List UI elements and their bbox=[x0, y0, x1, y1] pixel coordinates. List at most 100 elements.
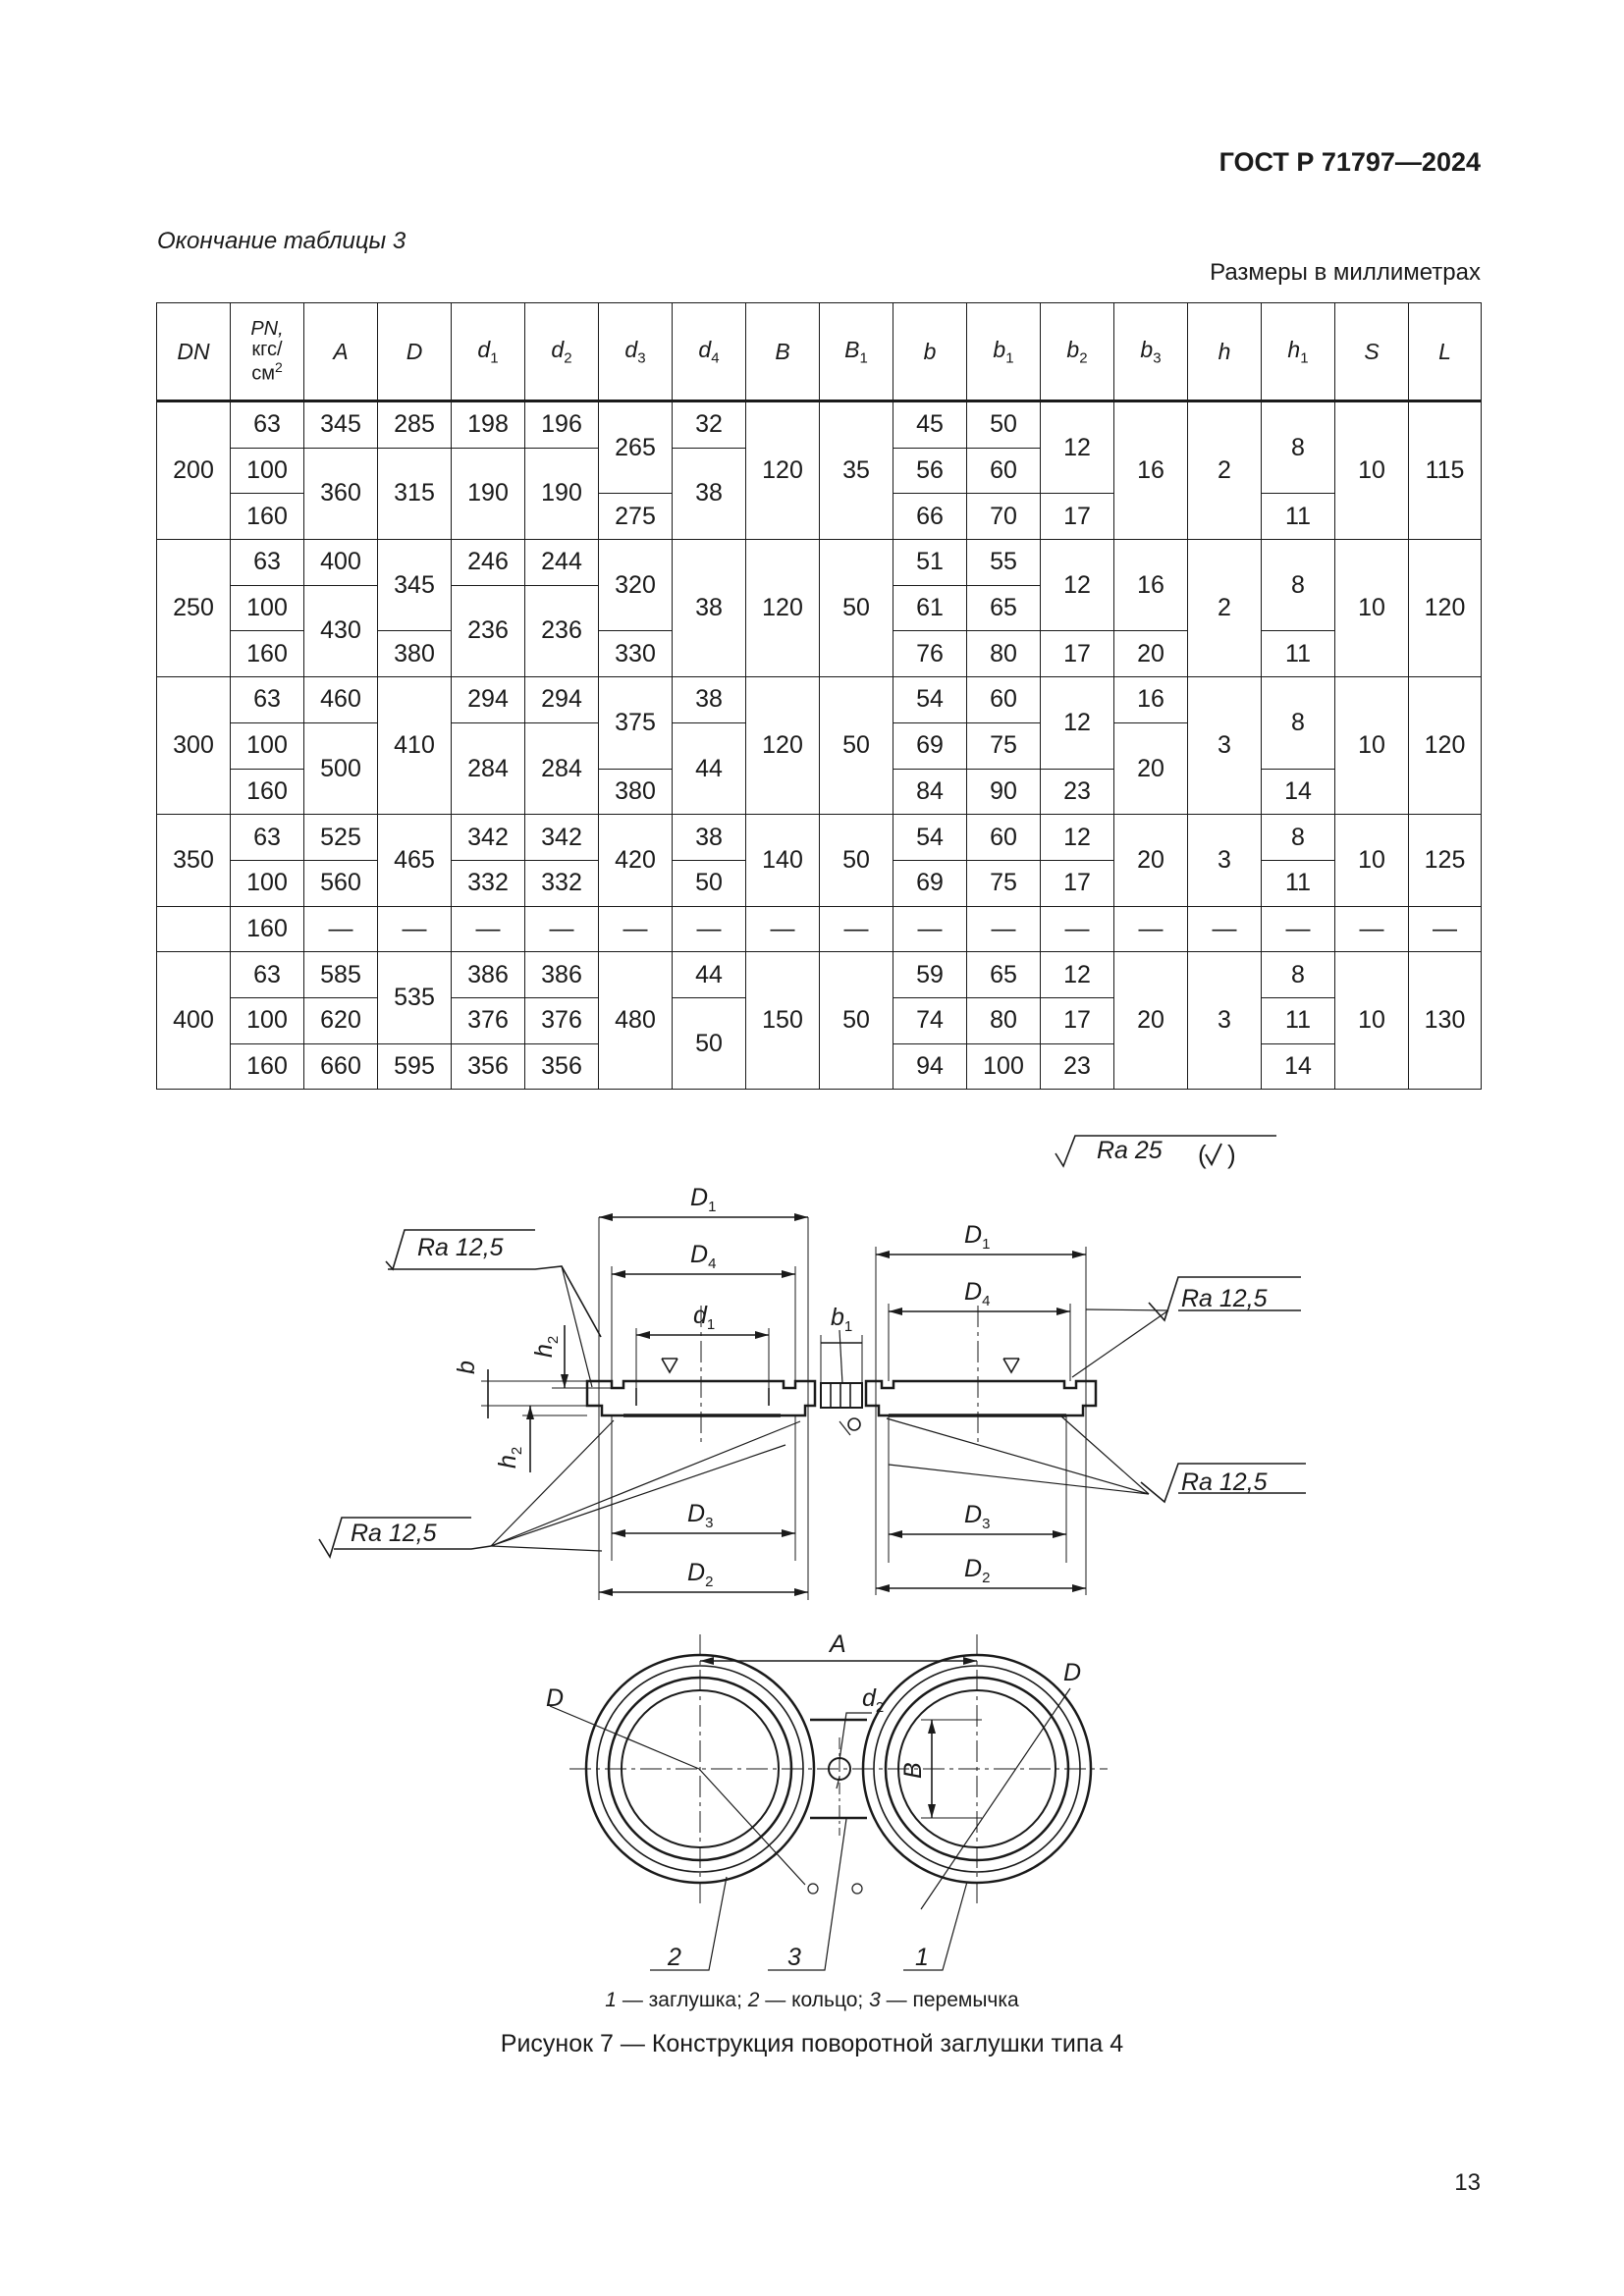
cell-pn: 63 bbox=[230, 951, 304, 998]
cell-pn: 63 bbox=[230, 539, 304, 586]
header-b: b bbox=[893, 302, 967, 402]
figure-caption: Рисунок 7 — Конструкция поворотной заглу… bbox=[500, 2030, 1124, 2057]
cell-d3: — bbox=[598, 905, 673, 953]
cell-d4: 38 bbox=[672, 447, 746, 541]
cell-b1-upper: 50 bbox=[819, 951, 893, 1091]
header-a: A bbox=[303, 302, 378, 402]
cell-h1: 14 bbox=[1261, 1042, 1335, 1091]
cell-pn: 100 bbox=[230, 721, 304, 770]
page-number: 13 bbox=[1454, 2169, 1481, 2196]
cell-b3: 16 bbox=[1113, 676, 1188, 723]
cell-b1: 65 bbox=[966, 584, 1041, 632]
cell-h1: 11 bbox=[1261, 859, 1335, 907]
leader-roughness-4 bbox=[334, 1545, 492, 1550]
cell-h1: 14 bbox=[1261, 768, 1335, 816]
cell-d4: 38 bbox=[672, 676, 746, 723]
cell-h1: 8 bbox=[1261, 539, 1335, 632]
cell-b1: 60 bbox=[966, 814, 1041, 861]
cell-d3: 480 bbox=[598, 951, 673, 1091]
cell-h: 2 bbox=[1187, 539, 1262, 678]
cell-s: 10 bbox=[1334, 676, 1409, 816]
cell-d2: 294 bbox=[524, 676, 599, 723]
header-d2: d2 bbox=[524, 302, 599, 402]
cell-h1: 8 bbox=[1261, 814, 1335, 861]
leader-item-3 bbox=[768, 1818, 847, 1971]
cell-b1: 60 bbox=[966, 447, 1041, 495]
cell-a: 620 bbox=[303, 996, 378, 1044]
check-mark-icon bbox=[1205, 1143, 1222, 1167]
cell-b3: 20 bbox=[1113, 951, 1188, 1091]
cell-pn: 100 bbox=[230, 447, 304, 495]
roughness-label-3: Ra 12,5 bbox=[1181, 1468, 1268, 1496]
cell-l: 120 bbox=[1408, 676, 1482, 816]
cell-d1: 376 bbox=[451, 996, 525, 1044]
leader-item-2 bbox=[650, 1876, 728, 1971]
cell-b: 69 bbox=[893, 859, 967, 907]
cell-h1: 8 bbox=[1261, 400, 1335, 495]
cell-d2: — bbox=[524, 905, 599, 953]
table-row: 100 430 236 236 61 65 bbox=[157, 584, 1482, 678]
figure-legend: 1 — заглушка; 2 — кольцо; 3 — перемычка bbox=[605, 1989, 1019, 2011]
item-3-label: 3 bbox=[787, 1944, 801, 1971]
cell-dn-empty bbox=[156, 905, 231, 953]
header-pn: PN,кгс/см2 bbox=[230, 302, 304, 402]
cell-l: 130 bbox=[1408, 951, 1482, 1091]
cell-b1: 75 bbox=[966, 721, 1041, 770]
table-row: 100 560 332 332 50 69 75 17 11 bbox=[157, 859, 1482, 907]
cell-d3: 265 bbox=[598, 400, 673, 495]
roughness-symbol-1 bbox=[385, 1229, 535, 1271]
cell-b2: 23 bbox=[1040, 768, 1114, 816]
cell-b-upper: 120 bbox=[745, 400, 820, 541]
header-b3: b3 bbox=[1113, 302, 1188, 402]
cell-d4: 38 bbox=[672, 539, 746, 678]
cell-b: 54 bbox=[893, 814, 967, 861]
cell-d4: — bbox=[672, 905, 746, 953]
table-row: 200 63 345 285 198 196 265 32 120 35 45 … bbox=[156, 400, 1482, 541]
leader-d-right bbox=[920, 1687, 1071, 1910]
cell-l: 120 bbox=[1408, 539, 1482, 678]
cell-d: 345 bbox=[377, 539, 452, 632]
cell-b2: 12 bbox=[1040, 676, 1114, 770]
label-h2-upper: h2 bbox=[530, 1336, 562, 1358]
header-d1: d1 bbox=[451, 302, 525, 402]
cell-b-upper: — bbox=[745, 905, 820, 953]
cell-d1: 198 bbox=[451, 400, 525, 449]
cell-b3: 20 bbox=[1113, 721, 1188, 816]
label-d1-small: d1 bbox=[693, 1302, 715, 1333]
cell-b: 61 bbox=[893, 584, 967, 632]
cell-d1: 236 bbox=[451, 584, 525, 678]
cell-a: 400 bbox=[303, 539, 378, 586]
cell-b: 76 bbox=[893, 630, 967, 678]
roughness-symbol-3 bbox=[1140, 1463, 1306, 1504]
cell-b3: — bbox=[1113, 905, 1188, 953]
cell-d1: 246 bbox=[451, 539, 525, 586]
table-row: 250 63 400 345 246 244 320 38 120 50 51 … bbox=[156, 539, 1482, 678]
cell-s: 10 bbox=[1334, 400, 1409, 541]
cell-d3: 380 bbox=[598, 768, 673, 816]
cell-d4: 50 bbox=[672, 996, 746, 1091]
roughness-symbol-4 bbox=[318, 1517, 471, 1559]
header-dn: DN bbox=[156, 302, 231, 402]
cell-b: 74 bbox=[893, 996, 967, 1044]
cell-d3: 330 bbox=[598, 630, 673, 678]
cell-dn: 350 bbox=[156, 814, 231, 907]
roughness-label-1: Ra 12,5 bbox=[417, 1234, 504, 1261]
label-a: A bbox=[828, 1630, 846, 1658]
cell-pn: 63 bbox=[230, 814, 304, 861]
cell-d2: 284 bbox=[524, 721, 599, 816]
table-row: 160 275 66 70 17 11 bbox=[157, 493, 1482, 541]
cell-pn: 160 bbox=[230, 630, 304, 678]
cell-pn: 63 bbox=[230, 676, 304, 723]
cell-d: 465 bbox=[377, 814, 452, 907]
cell-b1: 90 bbox=[966, 768, 1041, 816]
cell-d4: 38 bbox=[672, 814, 746, 861]
cell-dn: 400 bbox=[156, 951, 231, 1091]
cell-d2: 244 bbox=[524, 539, 599, 586]
roughness-general-label: Ra 25 bbox=[1097, 1137, 1163, 1164]
cell-d4: 32 bbox=[672, 400, 746, 449]
label-d2-right: D2 bbox=[964, 1555, 990, 1586]
cell-pn: 160 bbox=[230, 493, 304, 541]
label-d3-right: D3 bbox=[964, 1501, 990, 1532]
cell-d2: 376 bbox=[524, 996, 599, 1044]
cell-d2: 190 bbox=[524, 447, 599, 541]
